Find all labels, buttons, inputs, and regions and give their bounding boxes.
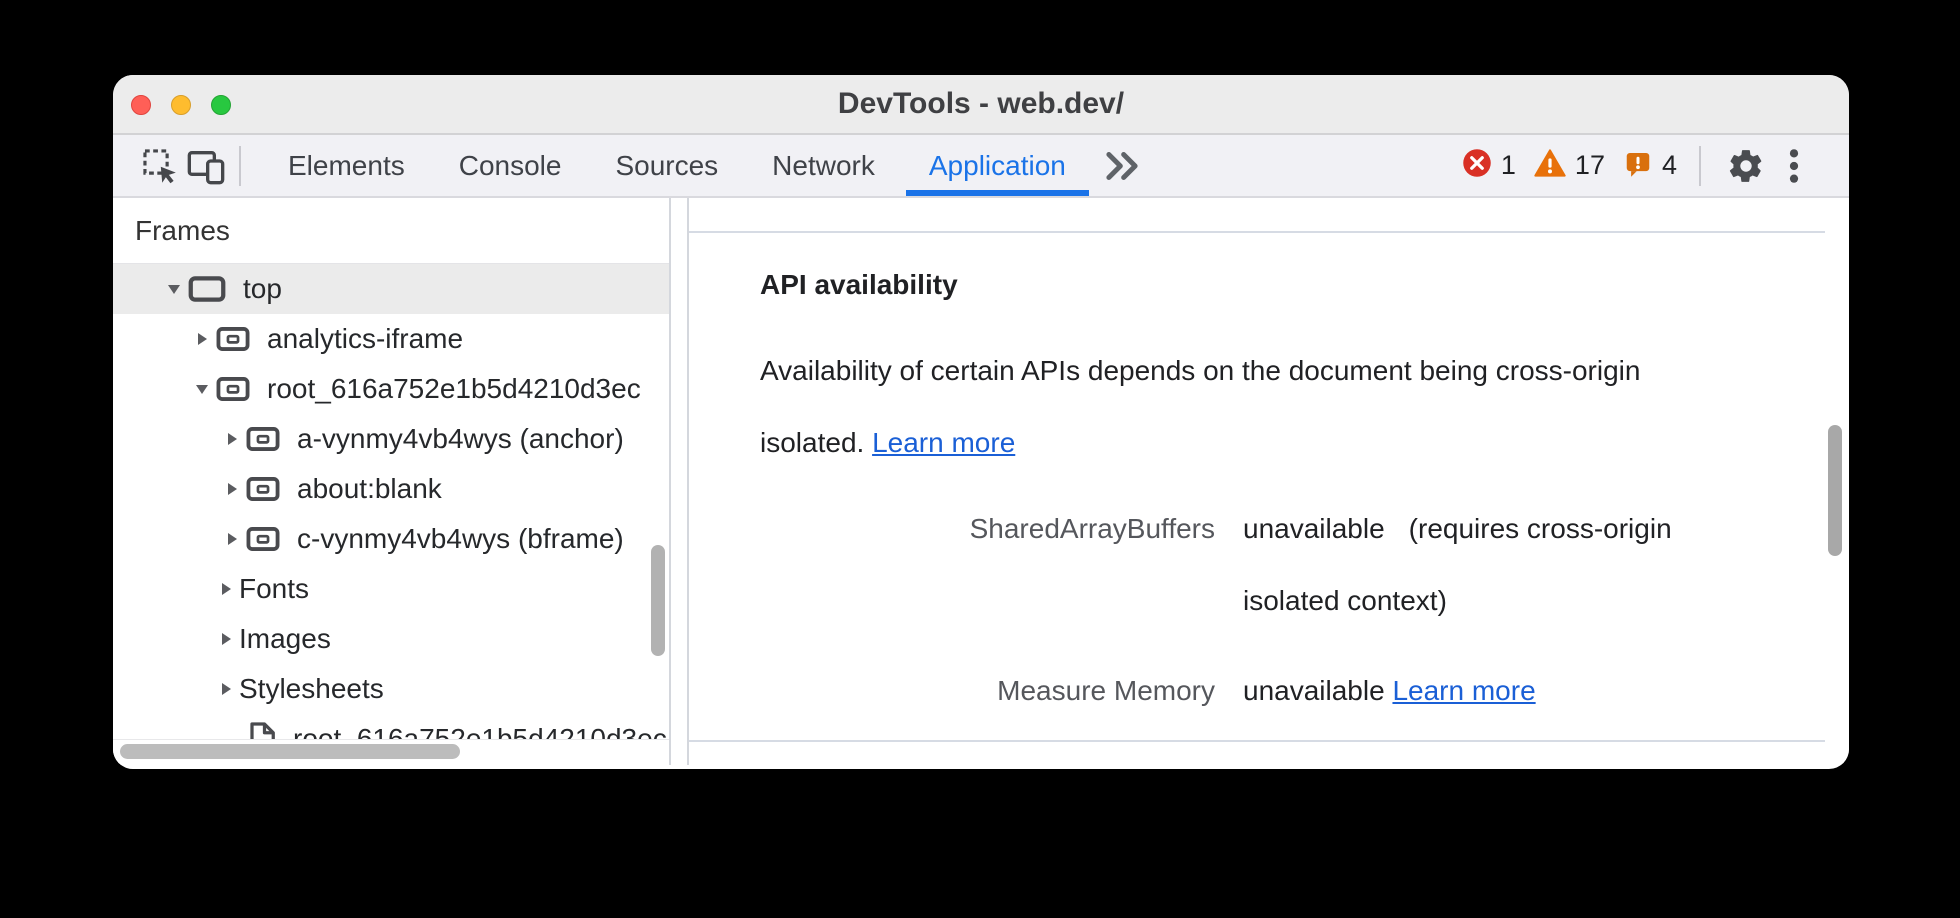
api-availability-section: API availability Availability of certain…: [689, 231, 1825, 742]
expand-arrow-icon[interactable]: [219, 529, 245, 549]
devtools-toolbar: Elements Console Sources Network Applica…: [113, 135, 1849, 198]
frame-icon: [187, 274, 227, 304]
issues-count: 4: [1661, 150, 1677, 180]
more-options-icon[interactable]: [1777, 143, 1811, 189]
iframe-icon: [215, 325, 251, 353]
tab-sources[interactable]: Sources: [615, 149, 719, 181]
learn-more-link[interactable]: Learn more: [872, 427, 1016, 458]
collapse-arrow-icon[interactable]: [161, 279, 187, 299]
tab-elements[interactable]: Elements: [288, 149, 405, 181]
inspect-element-icon[interactable]: [137, 143, 183, 189]
frame-tree-item-root[interactable]: root_616a752e1b5d4210d3ec: [113, 364, 669, 414]
toolbar-divider: [1699, 145, 1701, 186]
iframe-icon: [245, 525, 281, 553]
tab-application[interactable]: Application: [902, 135, 1093, 196]
device-toolbar-icon[interactable]: [183, 143, 229, 189]
frame-tree-item-label: root_616a752e1b5d4210d3ec: [267, 373, 641, 404]
frame-tree-item-label: c-vynmy4vb4wys (bframe): [297, 523, 624, 554]
expand-arrow-icon[interactable]: [213, 629, 239, 649]
frame-tree-item-analytics-iframe[interactable]: analytics-iframe: [113, 314, 669, 364]
iframe-icon: [245, 475, 281, 503]
frames-section-header[interactable]: Frames: [113, 198, 669, 264]
tab-console[interactable]: Console: [458, 149, 562, 181]
close-window-button[interactable]: [131, 95, 151, 115]
frame-tree-item-bframe[interactable]: c-vynmy4vb4wys (bframe): [113, 514, 669, 564]
api-status-detail: (requires cross-origin isolated context): [1243, 513, 1672, 616]
tree-category-fonts[interactable]: Fonts: [113, 564, 669, 614]
title-bar[interactable]: DevTools - web.dev/: [113, 75, 1849, 135]
panel-gutter: [671, 198, 687, 765]
expand-arrow-icon[interactable]: [189, 329, 215, 349]
sidebar-horizontal-scrollbar[interactable]: [120, 744, 460, 759]
warnings-badge[interactable]: 17: [1534, 148, 1605, 183]
description-text: Availability of certain APIs depends on …: [760, 355, 1641, 458]
iframe-icon: [215, 375, 251, 403]
zoom-window-button[interactable]: [211, 95, 231, 115]
tree-category-images[interactable]: Images: [113, 614, 669, 664]
tree-category-label: Images: [239, 623, 331, 654]
expand-arrow-icon[interactable]: [213, 579, 239, 599]
frame-details-view: API availability Availability of certain…: [687, 198, 1849, 765]
errors-badge[interactable]: 1: [1462, 148, 1516, 183]
frame-tree-item-anchor[interactable]: a-vynmy4vb4wys (anchor): [113, 414, 669, 464]
frame-tree-item-label: a-vynmy4vb4wys (anchor): [297, 423, 624, 454]
api-row-value: unavailable Learn more: [1243, 655, 1713, 727]
api-status: unavailable: [1243, 675, 1385, 706]
content-vertical-scrollbar[interactable]: [1828, 425, 1842, 556]
error-icon: [1462, 148, 1492, 183]
api-row-name: SharedArrayBuffers: [969, 513, 1215, 544]
expand-arrow-icon[interactable]: [219, 429, 245, 449]
warning-icon: [1534, 148, 1566, 183]
tree-category-stylesheets[interactable]: Stylesheets: [113, 664, 669, 714]
sidebar-vertical-scrollbar[interactable]: [651, 545, 665, 656]
issues-icon: [1623, 148, 1653, 183]
warning-count: 17: [1574, 150, 1605, 180]
expand-arrow-icon[interactable]: [219, 479, 245, 499]
settings-gear-icon[interactable]: [1723, 143, 1769, 189]
api-availability-table: SharedArrayBuffers unavailable(requires …: [760, 493, 1825, 745]
collapse-arrow-icon[interactable]: [189, 379, 215, 399]
panel-tabs: Elements Console Sources Network Applica…: [261, 135, 1093, 196]
devtools-window: DevTools - web.dev/ Elements Console: [113, 75, 1849, 769]
learn-more-link[interactable]: Learn more: [1392, 675, 1536, 706]
more-tabs-icon[interactable]: [1099, 149, 1145, 183]
api-row-value: unavailable(requires cross-origin isolat…: [1243, 493, 1713, 637]
error-count: 1: [1500, 150, 1516, 180]
issues-badge[interactable]: 4: [1623, 148, 1677, 183]
section-heading: API availability: [760, 269, 958, 300]
active-tab-underline: [905, 190, 1089, 196]
frame-tree-item-label: about:blank: [297, 473, 442, 504]
api-status: unavailable: [1243, 513, 1385, 544]
expand-arrow-icon[interactable]: [213, 679, 239, 699]
section-description: Availability of certain APIs depends on …: [760, 335, 1745, 479]
frame-tree-item-top[interactable]: top: [113, 264, 669, 314]
application-panel: Frames top: [113, 198, 1849, 765]
tree-category-label: Stylesheets: [239, 673, 384, 704]
frame-tree-item-label: analytics-iframe: [267, 323, 464, 354]
toolbar-status-cluster: 1 17: [1452, 143, 1849, 189]
tab-network[interactable]: Network: [772, 149, 875, 181]
frames-sidebar: Frames top: [113, 198, 671, 765]
window-title: DevTools - web.dev/: [837, 87, 1125, 120]
tree-category-label: Fonts: [239, 573, 310, 604]
toolbar-divider: [239, 145, 241, 186]
iframe-icon: [245, 425, 281, 453]
minimize-window-button[interactable]: [171, 95, 191, 115]
sidebar-horizontal-scroll-gutter: [113, 739, 669, 765]
frame-tree-item-about-blank[interactable]: about:blank: [113, 464, 669, 514]
frame-tree-item-label: top: [243, 273, 282, 304]
api-row-name: Measure Memory: [997, 675, 1215, 706]
